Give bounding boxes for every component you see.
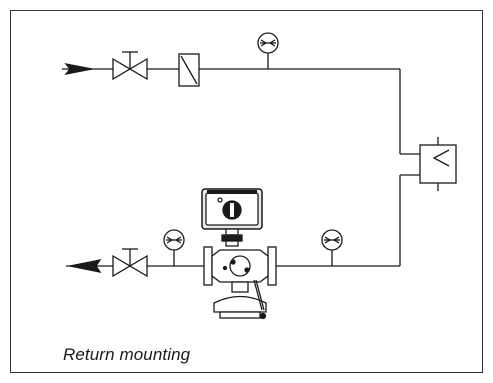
supply-flow-arrow [64, 63, 93, 75]
actuator [201, 188, 263, 230]
supply-shutoff-valve [112, 51, 148, 81]
supply-pressure-gauge [257, 32, 279, 69]
supply-pipe [62, 68, 420, 155]
control-valve-with-actuator [201, 188, 277, 320]
strainer [178, 53, 200, 87]
return-pressure-gauge-right [321, 229, 343, 266]
diagram-caption: Return mounting [63, 345, 191, 364]
heat-exchanger [419, 137, 457, 191]
diaphragm-housing [213, 279, 267, 320]
valve-body [203, 246, 277, 286]
return-flow-arrow [69, 259, 102, 273]
diagram-border [10, 10, 483, 373]
actuator-coupling [221, 228, 243, 247]
return-pressure-gauge-left [163, 229, 185, 266]
return-shutoff-valve [112, 248, 148, 278]
